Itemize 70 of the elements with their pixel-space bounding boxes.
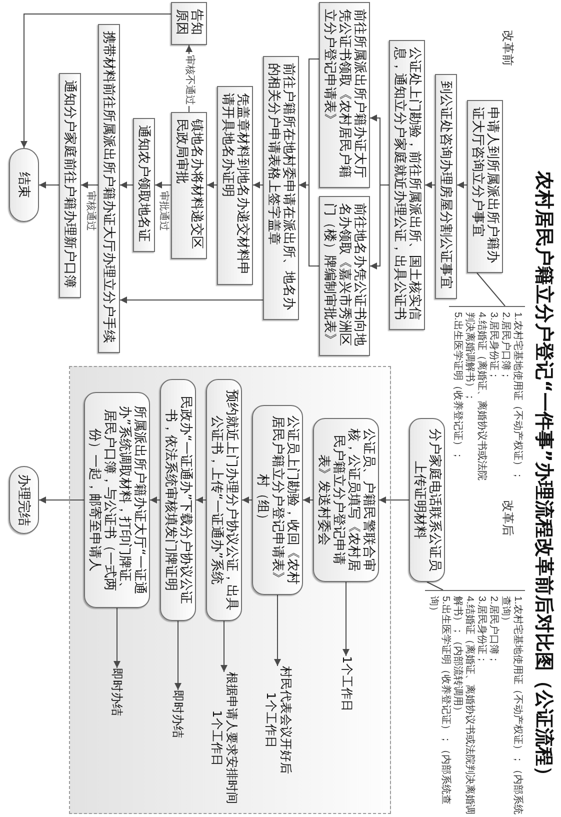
arrow: [220, 620, 228, 672]
list-item: 1.农村宅基地使用证（不动产权证）；: [512, 312, 523, 480]
process-box: 民政办“一证通办”下载分户协议公证书，依法系统审核填发门牌证明: [160, 379, 196, 621]
list-item: 1.农村宅基地使用证（不动产权证）；（内部系统查询）: [500, 596, 523, 816]
process-box: 分户家庭电话联系公证员上传证明材料: [409, 418, 445, 582]
list-item: 3.居民身份证；: [476, 596, 487, 664]
timing-note: 即时办结: [109, 668, 124, 716]
process-box: 通知农户领取地名证: [133, 118, 155, 252]
timing-note: 村民代表会议开好后: [278, 666, 293, 774]
arrow: [242, 496, 252, 504]
arrow: [120, 296, 264, 304]
arrow: [342, 582, 350, 656]
arrow: [150, 496, 160, 504]
list-item: 4.结婚证（离婚证、离婚协议书或法院判决离婚调解书）；: [464, 312, 487, 482]
arrow: [196, 496, 206, 504]
process-box: 镇地名办将材料递交区民政局审批: [171, 112, 207, 259]
arrow: [424, 182, 436, 188]
arrow: [252, 182, 264, 188]
terminal-box: 办理完结: [9, 466, 39, 534]
arrow: [370, 184, 390, 270]
list-item: 4.结婚证（离婚证、离婚协议书或法院判决离婚调解书）；（内部流转调用）: [452, 596, 475, 816]
terminal-box: 结束: [9, 148, 39, 222]
process-box: 公证处上门勘验，前往所属派出所、国土核实信息，通知立分户家庭就近办理公证，出具公证书: [389, 40, 425, 330]
process-box: 公证员、户籍民警联合审核，公证员填写《农村居民户籍立分户登记申请表》发送村委会: [313, 418, 379, 582]
process-box: 到公证处咨询办理房屋分割公证事宜: [435, 74, 457, 299]
process-box: 前往户籍所在地村委申请在派出所、地名办的相关分户申请表格上签字盖章: [263, 56, 299, 320]
arrow: [154, 182, 172, 188]
arrow: [114, 608, 120, 668]
section-label: 改革后: [501, 500, 515, 536]
arrow: [456, 182, 468, 188]
list-item: 2.居民户口簿；: [487, 596, 499, 664]
arrow: [120, 182, 134, 188]
process-box: 公证员上门勘验，收回《农村居民户籍立分户登记申请表》村（组）: [252, 405, 303, 595]
edge-label: 审核通过: [84, 190, 96, 232]
dashed-group-frame: [69, 366, 391, 814]
timing-note: 1个工作日: [209, 710, 224, 766]
process-box: 凭盖章材料到地名办递交材料申请开具地名办证明: [217, 86, 253, 285]
process-box: 申请人到所属派出所户籍办证大厅咨询立分户事宜: [467, 100, 503, 273]
arrow: [274, 594, 281, 666]
diagram-title: 农村居民户籍立分户登记“一件事”办理流程改革前后对比图（公证流程）: [532, 171, 556, 785]
process-box: 前往地名办凭公证书向地名办领取《嘉兴市秀洲区门（楼）牌编制审批表》: [319, 196, 370, 356]
arrow: [80, 182, 98, 188]
timing-note: 1个工作日: [339, 656, 354, 712]
list-item: 2.居民户口簿；: [499, 312, 511, 380]
arrow: [174, 620, 182, 690]
arrow: [378, 496, 410, 504]
process-box: 通知分户家庭前往户籍办理新户口簿: [59, 73, 81, 298]
leader-line: [476, 272, 506, 306]
arrow: [206, 182, 218, 188]
edge-label: 审核不通过: [183, 54, 195, 106]
arrow: [298, 182, 320, 266]
arrow: [20, 14, 172, 148]
timing-note: 1个工作日: [263, 692, 278, 748]
list-item: 5.出生医学证明（收养登记证）；（内部系统查询）: [427, 596, 451, 806]
process-box: 所属派出所户籍办证大厅“一证通办”系统调取材料，打印门牌证、居民户口簿，与公证书（一式两份）一起，邮寄至申请人: [84, 392, 150, 608]
materials-list: [425, 590, 525, 816]
arrow: [38, 496, 84, 504]
timing-note: 根据申请人要求安排时间: [224, 672, 239, 804]
list-item: 5.出生医学证明（收养登记证）；: [451, 312, 463, 460]
arrow: [302, 496, 314, 504]
arrow: [38, 182, 60, 188]
process-box: 告知原因: [171, 2, 207, 45]
leader-line: [426, 582, 444, 590]
process-box: 前往所属派出所户籍办证大厅凭公证书领取《农村居民户籍立分户登记申请表》: [319, 2, 370, 188]
process-box: 携带材料前往所属派出所户籍办证大厅办理立分户手续: [98, 24, 120, 353]
section-label: 改革前: [501, 30, 515, 66]
edge-label: 审批通过: [157, 190, 169, 232]
process-box: 预约就近上门办理分户协议公证，出具公证书，上传“一证通办”系统: [206, 379, 242, 621]
timing-note: 即时办结: [170, 690, 185, 738]
list-item: 3.居民身份证；: [488, 312, 499, 380]
